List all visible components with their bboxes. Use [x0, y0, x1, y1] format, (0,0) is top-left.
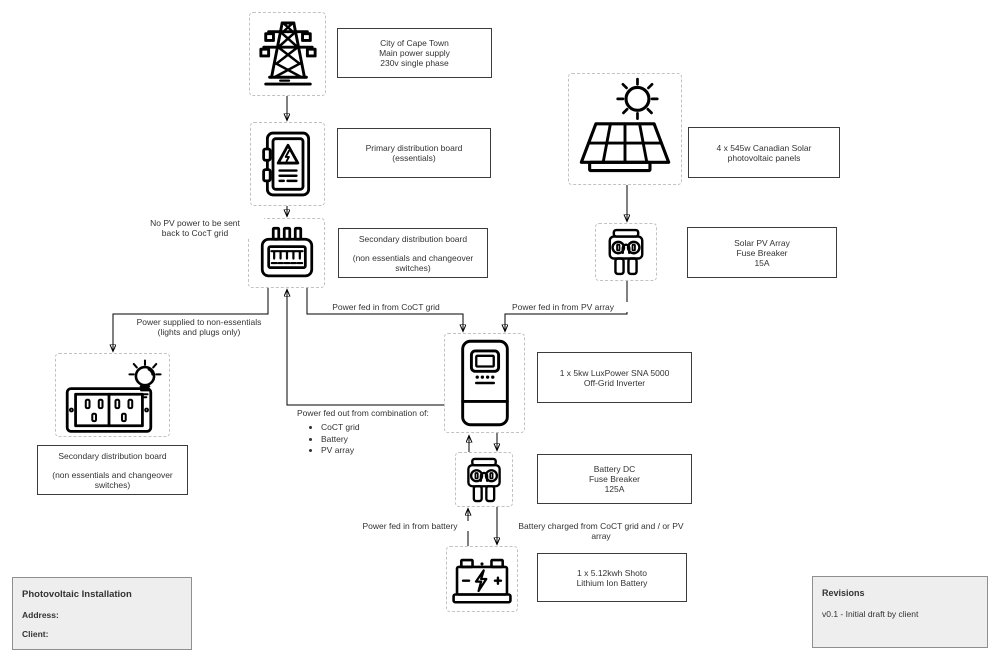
label-line: Off-Grid Inverter [583, 377, 646, 388]
label-line: switches) [395, 262, 431, 273]
edge-label-line: Power fed in from battery [362, 521, 458, 531]
label-line: City of Cape Town [380, 38, 449, 48]
label-line: 1 x 5.12kwh Shoto [577, 567, 647, 578]
node-primary-board [250, 122, 325, 206]
label-battery-fuse: Battery DC Fuse Breaker 125A [537, 454, 692, 504]
client-label: Client: [22, 629, 49, 639]
label-line: 4 x 545w Canadian Solar [716, 142, 812, 153]
fed-out-item: PV array [321, 445, 457, 456]
edge-label-line: back to CocT grid [161, 228, 229, 238]
label-line: Battery DC [593, 464, 636, 474]
edge-label-supply-non-essentials: Power supplied to non-essentials (lights… [130, 317, 268, 337]
node-battery-fuse [455, 452, 513, 507]
edge-label-line: Power fed out from combination of: [297, 408, 429, 418]
edge-label-from-pv: Power fed in from PV array [492, 302, 634, 312]
edge-label-line: Battery charged from CoCT grid and / or … [518, 521, 684, 541]
label-line: Solar PV Array [734, 237, 790, 248]
label-battery: 1 x 5.12kwh Shoto Lithium Ion Battery [537, 553, 687, 602]
battery-icon [452, 558, 512, 604]
outlet-icon [65, 387, 153, 433]
edge-label-line: (lights and plugs only) [157, 327, 241, 337]
label-primary-board: Primary distribution board (essentials) [337, 128, 491, 178]
node-grid-supply [249, 12, 326, 96]
edge-label-line: Power fed in from CoCT grid [332, 302, 440, 312]
fed-out-item: CoCT grid [321, 422, 457, 433]
label-line: Lithium Ion Battery [576, 577, 648, 588]
fuse-icon [608, 228, 644, 276]
node-battery [446, 546, 518, 612]
revisions-block: Revisions v0.1 - Initial draft by client [812, 576, 988, 648]
edge-label-fed-out: Power fed out from combination of: CoCT … [296, 408, 458, 457]
edge-label-from-battery: Power fed in from battery [339, 521, 481, 531]
label-line: 230v single phase [380, 58, 449, 68]
revisions-heading: Revisions [822, 588, 865, 598]
node-non-essentials [55, 353, 170, 437]
bulb-icon [128, 359, 162, 399]
label-line: photovoltaic panels [727, 152, 801, 163]
label-line: Secondary distribution board [358, 233, 468, 244]
revisions-entry: v0.1 - Initial draft by client [822, 609, 919, 619]
label-line: (essentials) [392, 153, 436, 163]
label-line: Main power supply [379, 48, 450, 58]
breaker-panel-icon [260, 226, 313, 278]
edge-label-line: Power fed in from PV array [511, 302, 615, 312]
node-solar-panels [568, 73, 682, 185]
title-block: Photovoltaic Installation Address: Clien… [12, 577, 192, 650]
node-pv-fuse [595, 223, 657, 281]
label-line: (non essentials and changeover [352, 252, 474, 263]
label-line: 125A [604, 484, 625, 494]
label-solar-panels: 4 x 545w Canadian Solar photovoltaic pan… [688, 127, 840, 178]
label-line: Fuse Breaker [588, 474, 641, 484]
label-line: switches) [94, 479, 131, 490]
node-inverter [444, 333, 525, 433]
edge-label-line: No PV power to be sent [150, 218, 240, 228]
label-secondary-board: Secondary distribution board (non essent… [338, 228, 488, 278]
inverter-icon [460, 339, 509, 427]
label-line: 1 x 5kw LuxPower SNA 5000 [559, 367, 670, 378]
label-grid-supply: City of Cape Town Main power supply 230v… [337, 28, 492, 78]
transmission-tower-icon [258, 21, 317, 86]
edge-label-from-coct: Power fed in from CoCT grid [315, 302, 457, 312]
edge-label-line: Power supplied to non-essentials [136, 317, 262, 327]
distribution-panel-icon [261, 131, 310, 197]
label-inverter: 1 x 5kw LuxPower SNA 5000 Off-Grid Inver… [537, 352, 692, 403]
title-block-heading: Photovoltaic Installation [22, 589, 132, 600]
fuse-icon [467, 457, 501, 502]
solar-panel-sun-icon [579, 77, 671, 173]
edge-label-no-pv-back: No PV power to be sent back to CocT grid [126, 218, 264, 238]
label-line: Primary distribution board [365, 143, 463, 153]
fed-out-list: CoCT grid Battery PV array [297, 422, 457, 456]
label-line: 15A [754, 257, 770, 268]
label-line: (non essentials and changeover [52, 469, 173, 480]
label-pv-fuse: Solar PV Array Fuse Breaker 15A [687, 227, 837, 278]
edge-label-battery-charged: Battery charged from CoCT grid and / or … [508, 521, 694, 541]
label-line: Fuse Breaker [736, 247, 788, 258]
label-line: Secondary distribution board [58, 450, 167, 461]
fed-out-item: Battery [321, 434, 457, 445]
label-non-essentials: Secondary distribution board (non essent… [37, 445, 188, 495]
address-label: Address: [22, 610, 59, 620]
